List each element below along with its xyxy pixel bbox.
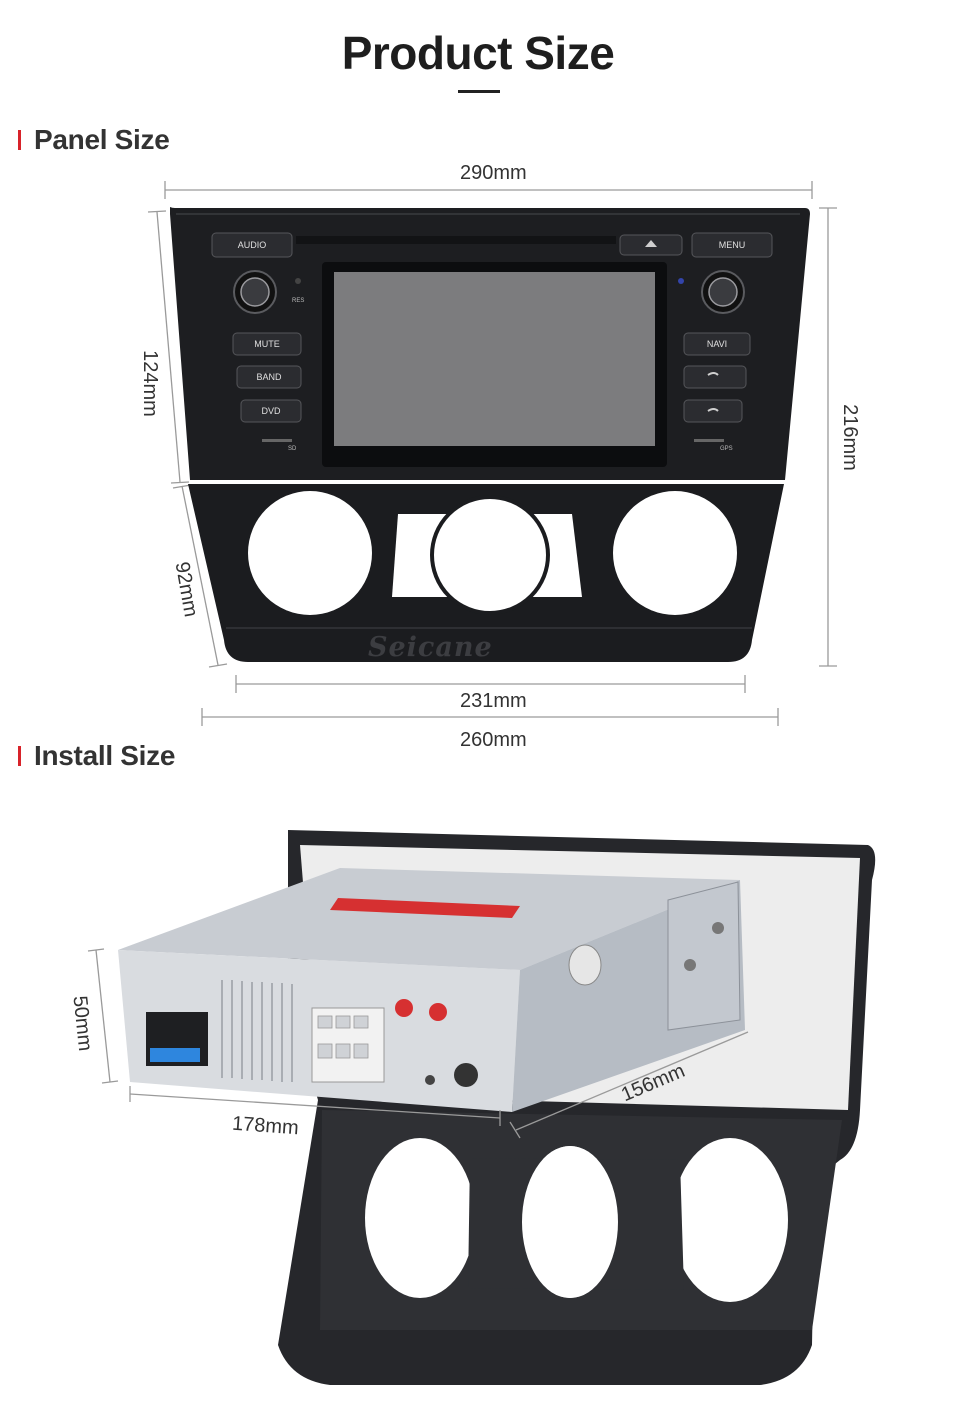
audio-button[interactable]: AUDIO [237, 240, 267, 250]
install-width-label: 178mm [231, 1112, 300, 1140]
panel-size-heading: Panel Size [34, 124, 170, 155]
band-button[interactable]: BAND [256, 372, 282, 382]
panel-width-inner-label: 231mm [460, 690, 527, 712]
title-underline [458, 90, 500, 93]
page-title: Product Size [341, 27, 615, 79]
panel-width-outer-label: 260mm [460, 729, 527, 751]
sd-label: SD [288, 446, 297, 452]
install-size-heading: Install Size [34, 740, 176, 771]
brand-logo: Seicane [368, 632, 493, 663]
section-marker [18, 130, 21, 150]
dvd-button[interactable]: DVD [261, 406, 281, 416]
navi-button[interactable]: NAVI [706, 339, 728, 349]
section-marker [18, 746, 21, 766]
mute-button[interactable]: MUTE [254, 339, 280, 349]
panel-width-top-label: 290mm [460, 162, 527, 184]
gps-label: GPS [720, 446, 733, 452]
reset-label: RES [292, 298, 305, 304]
menu-button[interactable]: MENU [718, 240, 746, 250]
